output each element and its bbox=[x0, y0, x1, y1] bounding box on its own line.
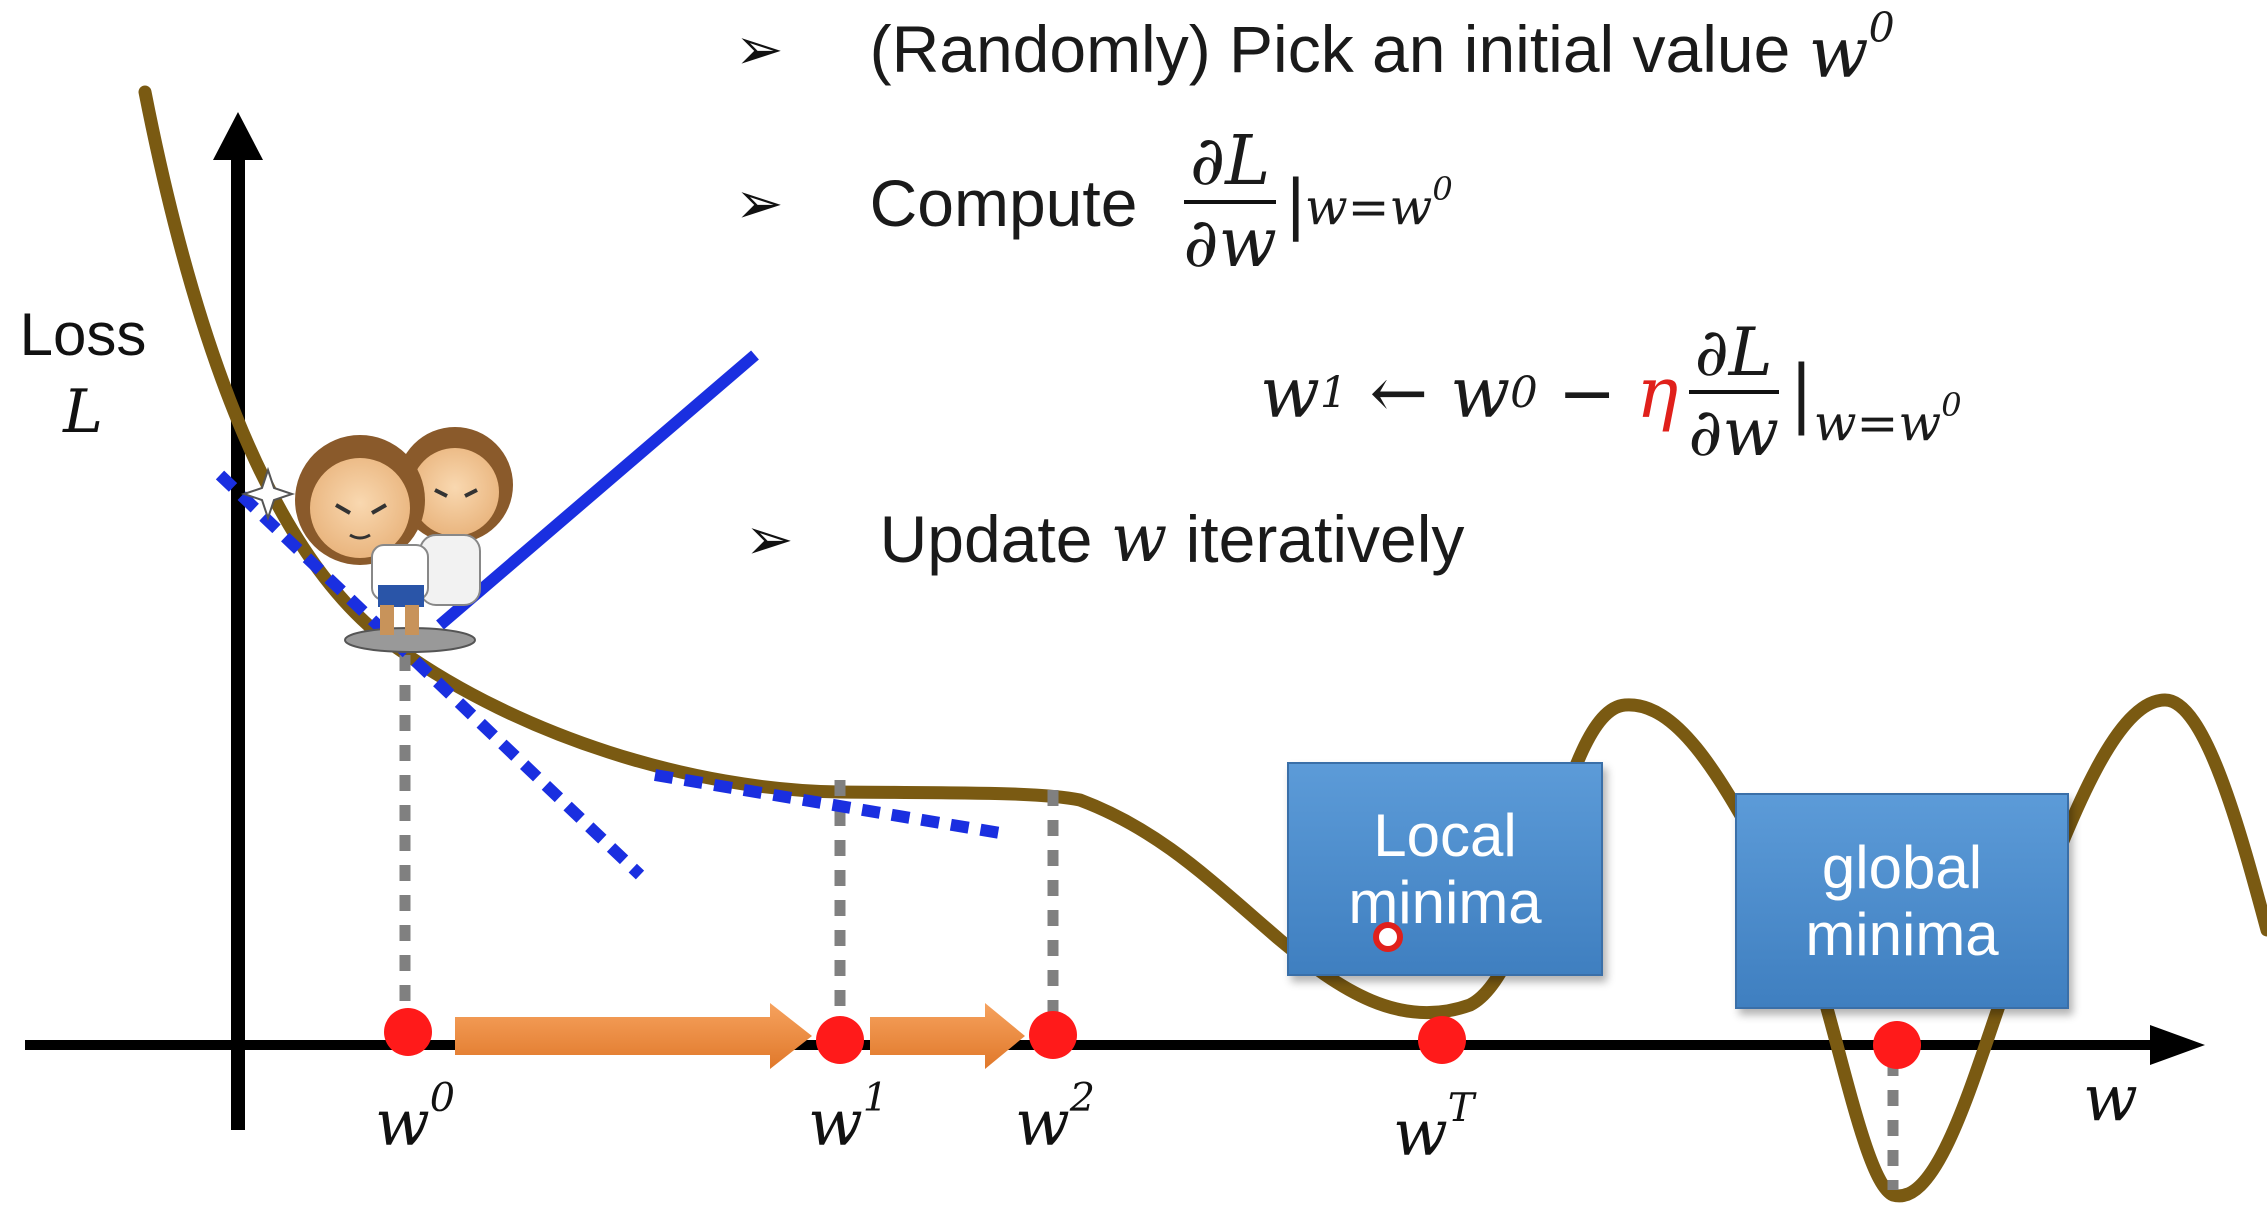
evaluation-point: w=w0 bbox=[1304, 170, 1453, 236]
guide-lines bbox=[399, 655, 1899, 1190]
point-w0 bbox=[384, 1008, 432, 1056]
global-minima-callout: global minima bbox=[1735, 793, 2069, 1009]
tick-w0: w0 bbox=[375, 1075, 456, 1161]
gradient-direction-line bbox=[436, 350, 759, 630]
x-axis-label: w bbox=[2083, 1062, 2138, 1136]
point-w1 bbox=[816, 1016, 864, 1064]
point-global bbox=[1873, 1021, 1921, 1069]
bullet-arrow-icon: ➢ bbox=[735, 171, 784, 236]
bullet-pick-initial-text: (Randomly) Pick an initial value bbox=[869, 11, 1809, 86]
monkey-mascot-icon bbox=[295, 427, 513, 653]
point-w2 bbox=[1029, 1011, 1077, 1059]
initial-value-symbol: w0 bbox=[1808, 4, 1895, 94]
tangent-lines bbox=[215, 350, 1001, 880]
bullet-compute-gradient: ➢ Compute ∂L ∂w | w=w0 bbox=[735, 128, 1453, 278]
step-arrow-w0-w1 bbox=[455, 1003, 812, 1069]
sample-points bbox=[384, 1008, 1921, 1069]
y-axis-label: Loss L bbox=[19, 301, 147, 447]
x-axis bbox=[25, 1025, 2205, 1065]
bullet-arrow-icon: ➢ bbox=[745, 506, 794, 572]
bullet-compute-text: Compute bbox=[869, 166, 1138, 240]
y-axis bbox=[213, 112, 263, 1130]
tick-w1: w1 bbox=[808, 1075, 889, 1161]
update-evaluation-point: w=w0 bbox=[1813, 386, 1962, 452]
tick-wT: wT bbox=[1393, 1085, 1475, 1171]
local-minima-callout: Local minima bbox=[1287, 762, 1603, 976]
bullet-arrow-icon: ➢ bbox=[735, 16, 784, 82]
sparkle-icon bbox=[240, 466, 296, 522]
update-gradient-fraction: ∂L ∂w bbox=[1688, 314, 1779, 471]
tangent-at-w0 bbox=[215, 470, 645, 880]
learning-rate-symbol: η bbox=[1636, 352, 1679, 434]
tick-w2: w2 bbox=[1015, 1075, 1096, 1161]
gradient-fraction: ∂L ∂w bbox=[1183, 122, 1277, 283]
point-wT bbox=[1418, 1016, 1466, 1064]
bullet-update-iteratively: ➢ Update w iteratively bbox=[745, 500, 1465, 577]
step-arrow-w1-w2 bbox=[870, 1003, 1025, 1069]
bullet-pick-initial: ➢ (Randomly) Pick an initial value w0 bbox=[735, 4, 1895, 94]
evaluation-bar: | bbox=[1286, 164, 1305, 242]
